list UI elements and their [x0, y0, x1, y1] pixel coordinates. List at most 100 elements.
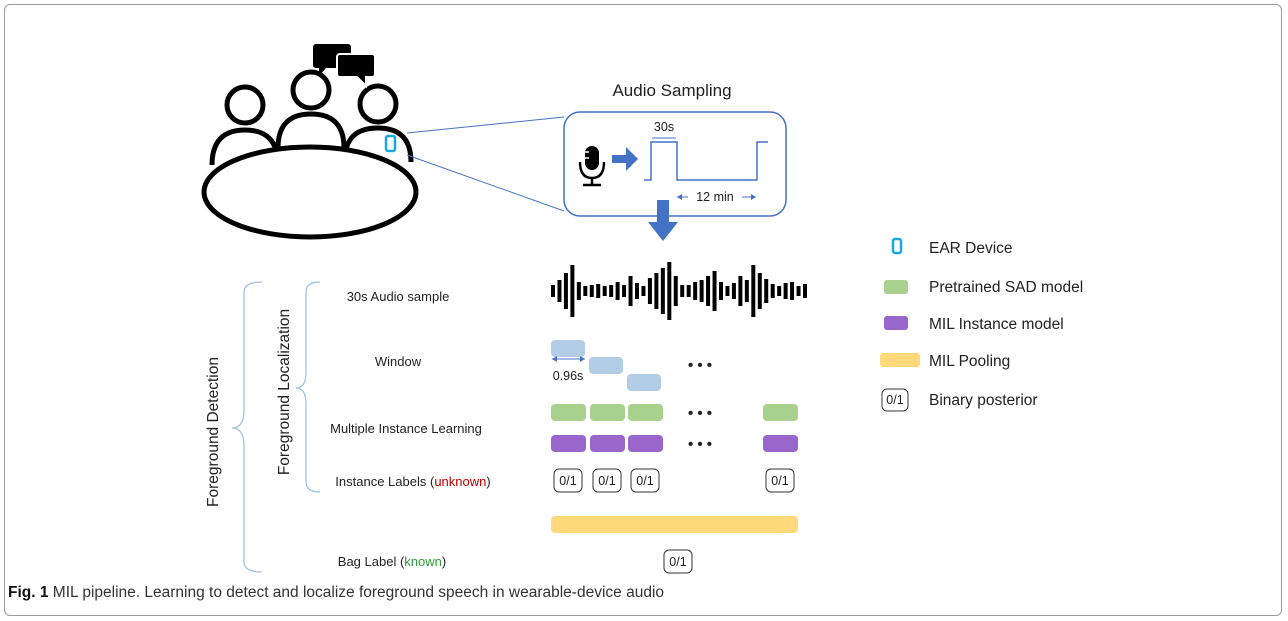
- instance-posterior-label: 0/1: [598, 474, 615, 488]
- waveform-bar: [647, 278, 652, 304]
- sad-model-box: [763, 404, 798, 421]
- mic-arrow-icon: [612, 147, 638, 171]
- waveform-bar: [693, 282, 698, 300]
- mil-label: Multiple Instance Learning: [330, 421, 482, 436]
- waveform-bar: [635, 283, 639, 299]
- waveform-bar: [609, 285, 614, 297]
- figure-number: Fig. 1: [8, 584, 49, 601]
- sad-model-box: [590, 404, 625, 421]
- instance-posterior-box: [630, 468, 660, 493]
- window-box: [627, 374, 661, 391]
- legend-label-instance: MIL Instance model: [929, 316, 1064, 333]
- instance-model-box: [628, 435, 663, 452]
- audio-sample-label: 30s Audio sample: [347, 289, 450, 304]
- unknown-status: unknown: [434, 474, 486, 489]
- instance-posterior-box: [553, 468, 583, 493]
- window-label: Window: [375, 354, 422, 369]
- waveform-bar: [622, 285, 627, 297]
- waveform-bar: [712, 271, 717, 311]
- table-ellipse: [201, 144, 419, 240]
- waveform-bar: [680, 285, 685, 297]
- waveform-bar: [583, 286, 588, 296]
- down-arrow-icon: [648, 200, 678, 241]
- window-ellipsis: • • •: [688, 357, 712, 374]
- person-right-head: [357, 83, 399, 125]
- window-boxes: [551, 340, 661, 391]
- waveform-bar: [719, 282, 723, 300]
- instance-posterior-label: 0/1: [771, 474, 788, 488]
- legend-label-posterior: Binary posterior: [929, 392, 1038, 409]
- waveform-bar: [628, 276, 633, 306]
- foreground-detection-label: Foreground Detection: [205, 357, 222, 507]
- waveform-bar: [751, 265, 756, 317]
- bag-label-label: Bag Label (known): [338, 554, 446, 569]
- bag-posterior-label: 0/1: [669, 555, 686, 569]
- legend-instance-swatch: [884, 316, 908, 330]
- waveform-bar: [777, 286, 782, 296]
- waveform-bar: [615, 282, 620, 300]
- instance-posterior-row: 0/1 0/1 0/1 0/1: [553, 468, 795, 493]
- interval-label: 12 min: [696, 190, 734, 204]
- localization-bracket: [295, 281, 321, 493]
- waveform-bar: [602, 286, 607, 296]
- waveform-bar: [576, 282, 581, 300]
- waveform-bar: [551, 285, 555, 297]
- instance-model-row: [551, 435, 798, 452]
- detection-bracket: [231, 281, 263, 573]
- waveform-bar: [654, 273, 659, 309]
- waveform-bar: [738, 276, 743, 306]
- legend-label-pooling: MIL Pooling: [929, 353, 1010, 370]
- waveform-bar: [790, 282, 795, 300]
- waveform-bar: [783, 283, 788, 299]
- legend: EAR Device Pretrained SAD model MIL Inst…: [880, 237, 1083, 412]
- instance-labels-label: Instance Labels (unknown): [335, 474, 490, 489]
- person-right-body: [342, 125, 414, 163]
- window-length-label: 0.96s: [553, 369, 584, 383]
- caption-text: MIL pipeline. Learning to detect and loc…: [48, 584, 665, 601]
- bag-posterior-box: [663, 549, 693, 574]
- known-status: known: [404, 554, 442, 569]
- audio-waveform: [551, 262, 807, 320]
- audio-sampling-title: Audio Sampling: [612, 81, 731, 100]
- window-box: [589, 357, 623, 374]
- waveform-bar: [725, 286, 730, 296]
- waveform-bar: [667, 262, 672, 320]
- waveform-bar: [596, 284, 601, 298]
- legend-device-icon: [891, 237, 903, 255]
- instance-model-box: [551, 435, 586, 452]
- zoom-line-bottom: [406, 154, 565, 212]
- legend-pooling-swatch: [880, 353, 920, 367]
- instance-ellipsis: • • •: [688, 436, 712, 453]
- waveform-bar: [803, 284, 807, 298]
- sad-ellipsis: • • •: [688, 405, 712, 422]
- person-middle-head: [290, 69, 332, 111]
- figure-frame: [4, 4, 1282, 616]
- sad-model-box: [551, 404, 586, 421]
- instance-model-box: [763, 435, 798, 452]
- window-box: [551, 340, 585, 357]
- waveform-bar: [757, 273, 762, 309]
- legend-sad-swatch: [884, 280, 908, 294]
- duration-label: 30s: [654, 120, 674, 134]
- waveform-bar: [686, 285, 691, 297]
- waveform-bar: [557, 280, 562, 302]
- person-left-head: [224, 84, 266, 126]
- legend-label-device: EAR Device: [929, 240, 1013, 257]
- sampling-pulse: [644, 141, 768, 181]
- mil-pooling-bar: [551, 516, 798, 533]
- legend-posterior-text: 0/1: [886, 393, 903, 407]
- waveform-bar: [731, 283, 736, 299]
- waveform-bar: [706, 276, 711, 306]
- foreground-localization-label: Foreground Localization: [276, 309, 293, 475]
- waveform-bar: [641, 286, 646, 296]
- waveform-bar: [796, 286, 801, 296]
- speech-bubbles-icon: [313, 44, 376, 89]
- waveform-bar: [744, 280, 749, 302]
- instance-model-box: [590, 435, 625, 452]
- instance-posterior-label: 0/1: [559, 474, 576, 488]
- instance-posterior-label: 0/1: [636, 474, 653, 488]
- waveform-bar: [563, 273, 568, 309]
- sad-model-row: [551, 404, 798, 421]
- waveform-bar: [770, 284, 775, 298]
